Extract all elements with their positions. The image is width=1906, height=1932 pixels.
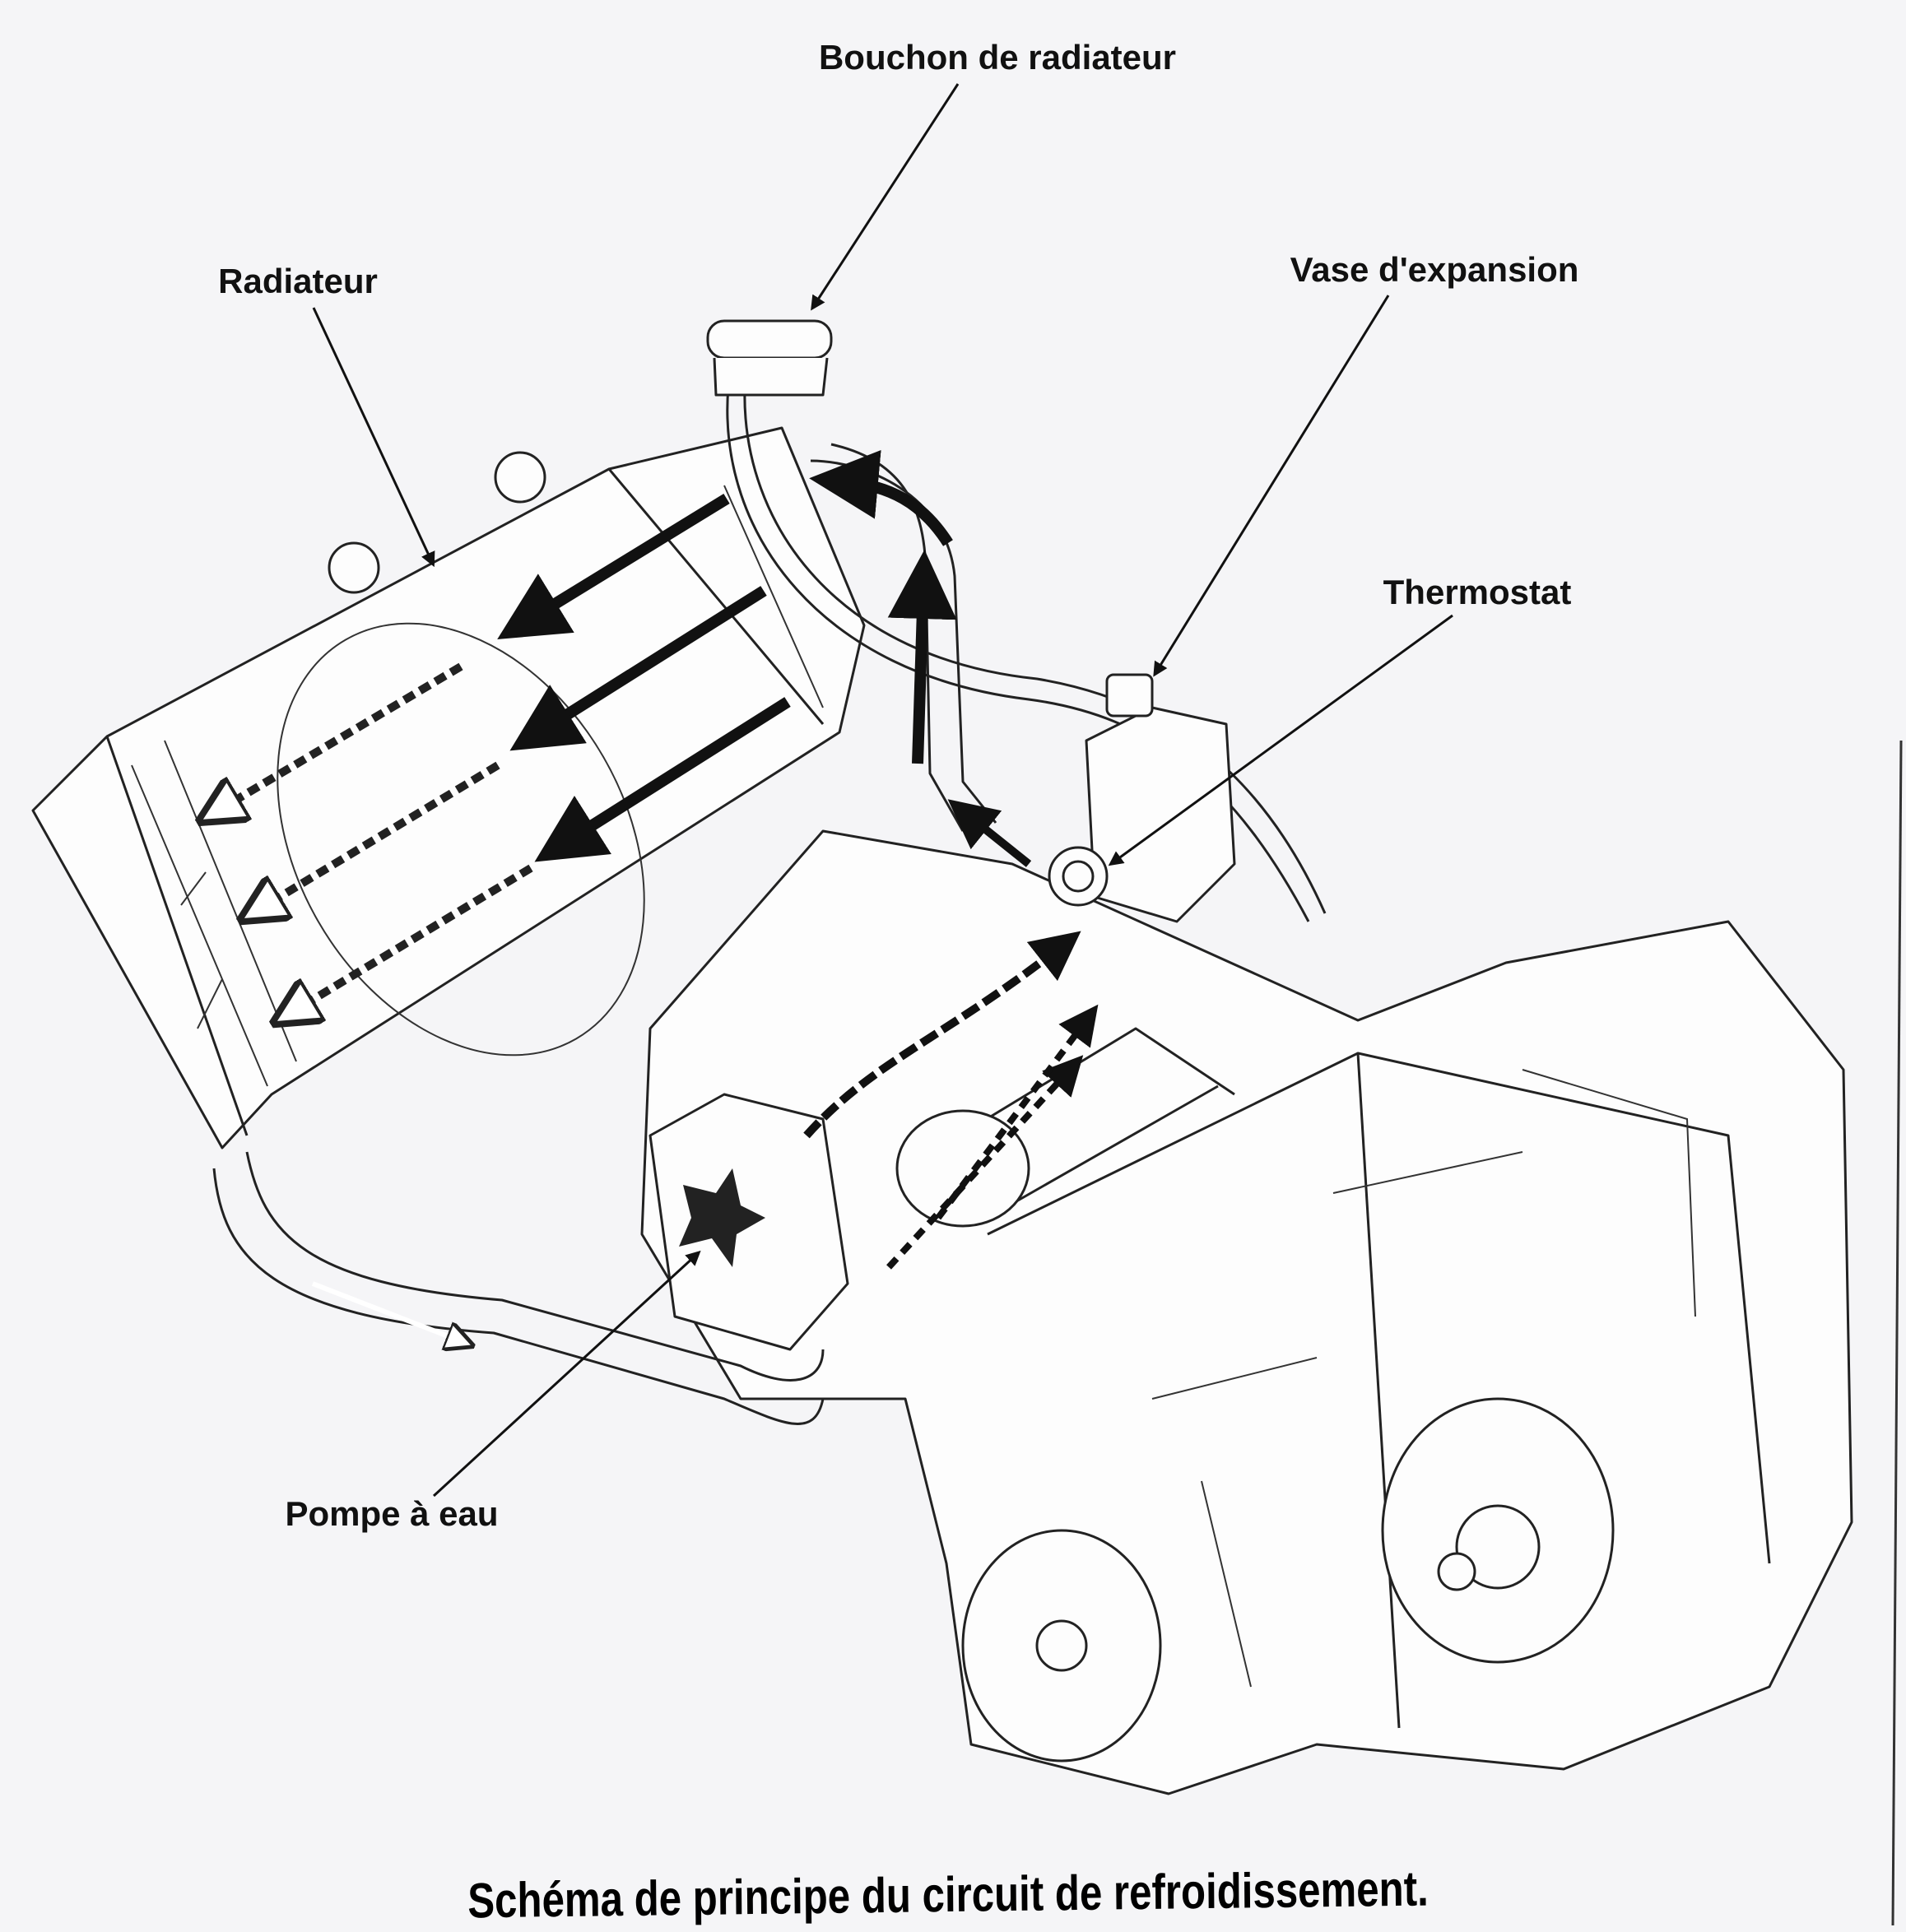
flow-arrows (218, 449, 1099, 1341)
engine-block (640, 829, 1853, 1795)
label-expansion-tank: Vase d'expansion (1290, 250, 1579, 289)
label-radiator: Radiateur (218, 262, 378, 300)
leader-lines (312, 83, 1453, 1498)
pump-impeller (679, 1168, 765, 1267)
components (649, 673, 1236, 1351)
label-radiator-cap: Bouchon de radiateur (818, 38, 1177, 77)
radiator-drawing (31, 426, 866, 1149)
label-water-pump: Pompe à eau (285, 1494, 499, 1533)
label-thermostat: Thermostat (1383, 573, 1572, 611)
page-edge (1891, 740, 1903, 1926)
expansion-tank-shape (1085, 706, 1236, 923)
thermostat-shape (1048, 846, 1109, 907)
